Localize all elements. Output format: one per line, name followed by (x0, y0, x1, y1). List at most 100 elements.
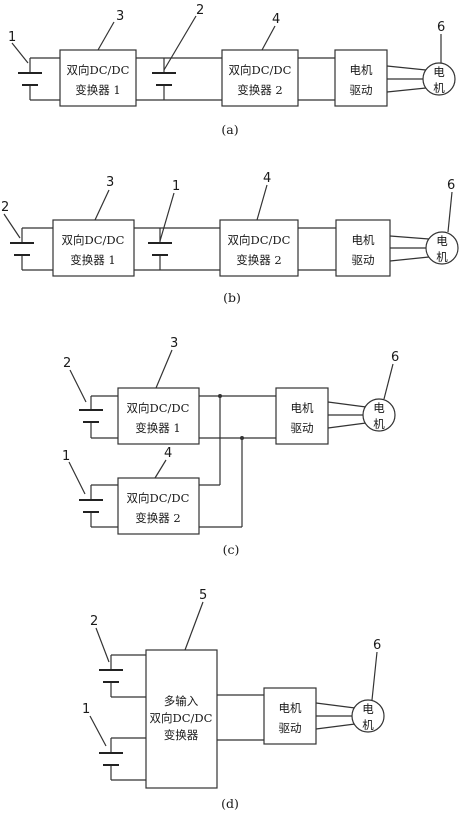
leader-1 (89, 715, 107, 747)
capacitor-2 (10, 227, 53, 271)
capacitor-1 (79, 484, 118, 528)
caption-b: (b) (223, 290, 241, 305)
leader-4 (256, 184, 268, 221)
leader-2 (95, 627, 110, 663)
motor-line2: 机 (362, 718, 374, 732)
leader-4 (154, 459, 167, 479)
label-3: 3 (106, 175, 114, 190)
converter-1-line2: 变换器 1 (75, 83, 120, 97)
label-2: 2 (196, 3, 204, 18)
label-2: 2 (63, 356, 71, 371)
leader-5 (184, 601, 204, 651)
leader-6 (383, 363, 394, 400)
converter-line1: 多输入 (164, 694, 199, 708)
motor-driver-line2: 驱动 (350, 83, 373, 97)
motor-line2: 机 (433, 81, 445, 95)
label-3: 3 (116, 9, 124, 24)
leader-6 (371, 651, 378, 701)
capacitor-1 (99, 737, 146, 781)
motor-line1: 电 (373, 401, 385, 415)
motor-line1: 电 (436, 234, 448, 248)
label-4: 4 (263, 171, 271, 186)
leader-1 (68, 461, 86, 495)
label-6: 6 (447, 178, 455, 193)
converter-line2: 双向DC/DC (150, 711, 213, 725)
converter-1-line2: 变换器 1 (70, 253, 115, 267)
label-6: 6 (391, 350, 399, 365)
label-4: 4 (272, 12, 280, 27)
label-5: 5 (199, 588, 207, 603)
motor-driver-box (334, 49, 388, 107)
leader-6 (447, 191, 453, 233)
caption-c: (c) (223, 542, 240, 557)
converter-2-box (221, 49, 299, 107)
converter-1-line2: 变换器 1 (135, 421, 180, 435)
junction-dot (218, 394, 222, 398)
capacitor-1 (18, 57, 60, 101)
motor-circle (422, 62, 456, 96)
converter-1-line1: 双向DC/DC (67, 63, 130, 77)
capacitor-2 (79, 395, 118, 439)
converter-2-line1: 双向DC/DC (127, 491, 190, 505)
label-1: 1 (82, 702, 90, 717)
junction-dot (240, 436, 244, 440)
motor-driver-line1: 电机 (350, 63, 373, 77)
converter-2-box (117, 477, 200, 535)
motor-circle (351, 699, 385, 733)
motor-driver-line1: 电机 (352, 233, 375, 247)
label-1: 1 (8, 30, 16, 45)
label-3: 3 (170, 336, 178, 351)
motor-driver-line1: 电机 (291, 401, 314, 415)
label-1: 1 (62, 449, 70, 464)
caption-d: (d) (221, 796, 239, 811)
motor-driver-box (263, 687, 317, 745)
motor-line2: 机 (436, 250, 448, 264)
label-4: 4 (164, 446, 172, 461)
leader-2 (163, 15, 197, 71)
capacitor-1 (134, 227, 220, 271)
motor-line2: 机 (373, 417, 385, 431)
converter-2-line2: 变换器 2 (135, 511, 180, 525)
label-2: 2 (90, 614, 98, 629)
label-2: 2 (1, 200, 9, 215)
converter-1-box (59, 49, 137, 107)
converter-2-line2: 变换器 2 (237, 83, 282, 97)
converter-2-line1: 双向DC/DC (228, 233, 291, 247)
panel-b: 双向DC/DC 变换器 1 双向DC/DC 变换器 2 电机 驱动 电 机 2 … (1, 171, 459, 305)
motor-driver-box (275, 387, 329, 445)
leader-4 (261, 25, 276, 51)
motor-driver-line2: 驱动 (291, 421, 314, 435)
motor-driver-line1: 电机 (279, 701, 302, 715)
converter-1-line1: 双向DC/DC (127, 401, 190, 415)
converter-2-box (219, 219, 299, 277)
capacitor-2 (99, 654, 146, 698)
leader-2 (69, 369, 87, 403)
panel-d: 多输入 双向DC/DC 变换器 电机 驱动 电 机 2 5 1 6 (d) (82, 588, 385, 811)
label-6: 6 (373, 638, 381, 653)
leader-3 (97, 21, 115, 51)
label-6: 6 (437, 20, 445, 35)
motor-circle (362, 398, 396, 432)
converter-1-line1: 双向DC/DC (62, 233, 125, 247)
leader-1 (159, 192, 175, 242)
converter-2-line2: 变换器 2 (236, 253, 281, 267)
converter-2-line1: 双向DC/DC (229, 63, 292, 77)
leader-3 (155, 349, 173, 389)
capacitor-2 (136, 57, 222, 101)
leader-3 (94, 189, 110, 221)
multi-input-converter-box (145, 649, 218, 789)
label-1: 1 (172, 179, 180, 194)
panel-a: 双向DC/DC 变换器 1 双向DC/DC 变换器 2 电机 驱动 电 机 1 … (8, 3, 456, 137)
motor-driver-line2: 驱动 (352, 253, 375, 267)
converter-1-box (52, 219, 135, 277)
motor-driver-line2: 驱动 (279, 721, 302, 735)
motor-circle (425, 231, 459, 265)
motor-line1: 电 (362, 702, 374, 716)
leader-1 (11, 42, 29, 64)
converter-1-box (117, 387, 200, 445)
leader-2 (3, 213, 21, 239)
motor-driver-box (335, 219, 391, 277)
converter-line3: 变换器 (164, 728, 199, 742)
panel-c: 双向DC/DC 变换器 1 双向DC/DC 变换器 2 电机 驱动 电 机 2 (62, 336, 399, 557)
